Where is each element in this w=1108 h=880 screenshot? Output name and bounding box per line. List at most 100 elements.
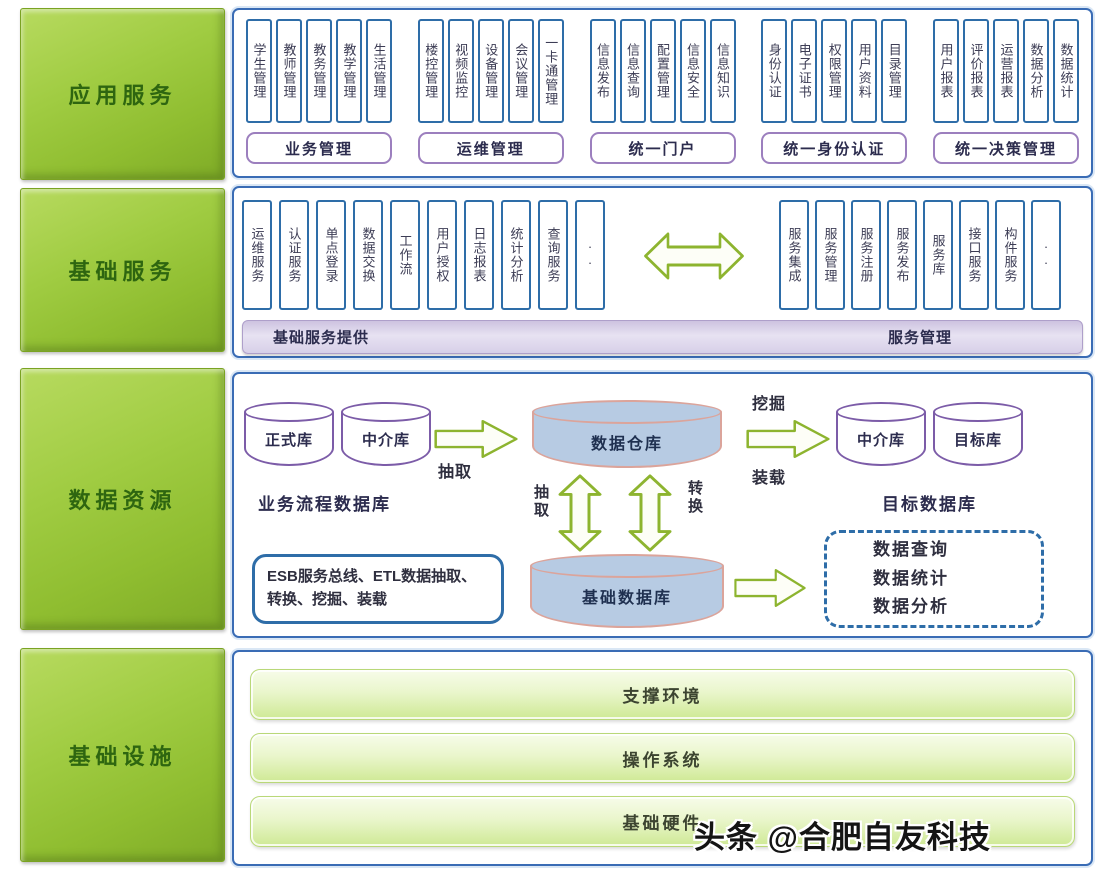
app-module-box: 用户报表 [933,19,959,123]
service-box: 日志报表 [464,200,494,310]
database-cylinder: 正式库 [244,402,334,466]
app-group-label: 统一身份认证 [761,132,908,164]
service-box: 服务管理 [815,200,845,310]
app-module-box: 运营报表 [993,19,1019,123]
service-bar: 基础服务提供 服务管理 [242,320,1083,354]
database-cylinder: 中介库 [341,402,431,466]
app-group-label: 统一门户 [589,132,736,164]
database-cylinder-label: 目标库 [953,432,1002,449]
service-box: 统计分析 [501,200,531,310]
app-module-box: 学生管理 [246,19,272,123]
layer-label-infrastructure: 基础设施 [20,648,225,862]
app-module-box: 教务管理 [306,19,332,123]
data-warehouse-label: 数据仓库 [590,436,663,453]
database-cylinder-label: 中介库 [856,432,905,449]
infrastructure-bars: 支撑环境操作系统基础硬件 [234,652,1091,864]
service-box: 服务集成 [779,200,809,310]
app-group-identity: 身份认证电子证书权限管理用户资料目录管理 统一身份认证 [761,19,908,176]
etl-updown-arrow-icon [628,474,672,552]
source-group-caption: 业务流程数据库 [258,495,391,514]
database-cylinder: 目标库 [933,402,1023,466]
service-box: ·· [1031,200,1061,310]
service-box: 运维服务 [242,200,272,310]
service-box: 查询服务 [538,200,568,310]
service-management-boxes: 服务集成服务管理服务注册服务发布服务库接口服务构件服务·· [779,200,1061,310]
app-group-operations: 楼控管理视频监控设备管理会议管理一卡通管理 运维管理 [417,19,564,176]
base-database-cylinder: 基础数据库 [530,554,724,628]
database-cylinder: 中介库 [836,402,926,466]
app-group-portal: 信息发布信息查询配置管理信息安全信息知识 统一门户 [589,19,736,176]
etl-extract-label: 抽取 [532,484,549,520]
app-module-box: 电子证书 [791,19,818,123]
service-box: 工作流 [390,200,420,310]
etl-transform-label: 转换 [686,480,703,516]
analysis-item: 数据查询 [873,539,949,559]
service-box: 单点登录 [316,200,346,310]
service-box: 服务注册 [851,200,881,310]
app-module-box: 身份认证 [761,19,788,123]
analysis-item: 数据统计 [873,568,949,588]
app-module-box: 目录管理 [881,19,908,123]
extract-arrow-label: 抽取 [438,464,473,481]
layer-label-basic-services: 基础服务 [20,188,225,352]
load-arrow-label: 装载 [752,470,787,487]
infrastructure-bar: 基础硬件 [250,796,1075,848]
app-module-box: 配置管理 [649,19,676,123]
app-module-box: 教师管理 [276,19,302,123]
app-group-decision: 用户报表评价报表运营报表数据分析数据统计 统一决策管理 [933,19,1079,176]
analysis-arrow-icon [734,569,806,607]
mine-load-arrow-icon [746,420,830,458]
management-bar-label: 服务管理 [888,329,953,347]
app-module-box: 信息知识 [709,19,736,123]
service-box: 认证服务 [279,200,309,310]
app-group-label: 运维管理 [417,132,564,164]
infrastructure-bar: 支撑环境 [250,669,1075,720]
watermark: 头条 @合肥自友科技 [694,820,991,855]
provider-bar-label: 基础服务提供 [273,329,370,347]
target-group-caption: 目标数据库 [882,495,977,514]
analysis-box: 数据查询数据统计数据分析 [824,530,1044,628]
extract-arrow-icon [434,420,518,458]
service-box: ·· [575,200,605,310]
app-group-label: 业务管理 [246,132,392,164]
service-box: 数据交换 [353,200,383,310]
app-module-box: 信息安全 [679,19,706,123]
app-module-box: 会议管理 [507,19,534,123]
app-module-box: 设备管理 [477,19,504,123]
section-application-services: 学生管理教师管理教务管理教学管理生活管理 业务管理 楼控管理视频监控设备管理会议… [232,8,1093,178]
analysis-item: 数据分析 [873,597,949,617]
base-database-label: 基础数据库 [581,590,672,607]
layer-label-application-services: 应用服务 [20,8,225,180]
mine-arrow-label: 挖掘 [752,396,787,413]
section-infrastructure: 支撑环境操作系统基础硬件 [232,650,1093,866]
basic-service-provider-boxes: 运维服务认证服务单点登录数据交换工作流用户授权日志报表统计分析查询服务·· [242,200,605,310]
app-module-box: 教学管理 [336,19,362,123]
app-module-box: 数据分析 [1023,19,1049,123]
service-box: 构件服务 [995,200,1025,310]
infrastructure-bar: 操作系统 [250,732,1075,784]
database-cylinder-label: 正式库 [264,432,313,449]
service-box: 服务库 [923,200,953,310]
database-cylinder-label: 中介库 [361,432,410,449]
app-module-box: 信息查询 [619,19,646,123]
app-module-box: 视频监控 [447,19,474,123]
app-module-box: 生活管理 [366,19,392,123]
app-module-box: 评价报表 [963,19,989,123]
app-group-business: 学生管理教师管理教务管理教学管理生活管理 业务管理 [246,19,392,176]
app-module-box: 信息发布 [589,19,616,123]
exchange-double-arrow-icon [644,232,744,280]
source-database-cylinders: 正式库 中介库 [244,402,431,466]
app-groups: 学生管理教师管理教务管理教学管理生活管理 业务管理 楼控管理视频监控设备管理会议… [234,10,1091,176]
app-module-box: 用户资料 [851,19,878,123]
data-warehouse-cylinder: 数据仓库 [532,400,722,468]
app-module-box: 权限管理 [821,19,848,123]
layer-label-data-resources: 数据资源 [20,368,225,630]
etl-updown-arrow-icon [558,474,602,552]
service-box: 服务发布 [887,200,917,310]
target-database-cylinders: 中介库 目标库 [836,402,1023,466]
app-module-box: 一卡通管理 [537,19,564,123]
section-basic-services: 运维服务认证服务单点登录数据交换工作流用户授权日志报表统计分析查询服务·· 服务… [232,186,1093,358]
service-box: 用户授权 [427,200,457,310]
esb-note-box: ESB服务总线、ETL数据抽取、转换、挖掘、装载 [252,554,504,624]
